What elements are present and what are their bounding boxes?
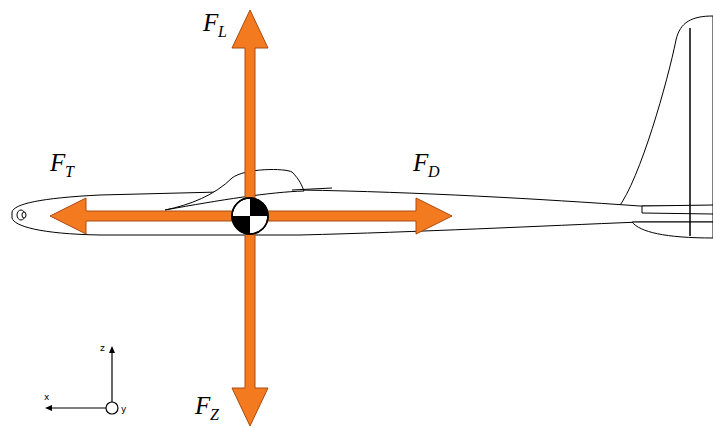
force-arrows xyxy=(50,10,452,426)
axis-label: x xyxy=(44,393,49,402)
force-subscript: Z xyxy=(210,407,219,423)
fuselage xyxy=(12,190,713,235)
force-symbol: F xyxy=(413,150,428,175)
force-subscript: D xyxy=(428,164,440,180)
tail-fin xyxy=(618,16,713,225)
wing-root xyxy=(292,188,332,190)
thrust-arrow xyxy=(50,198,250,234)
force-symbol: F xyxy=(50,150,65,175)
nose-cone xyxy=(17,210,25,220)
force-symbol: F xyxy=(195,393,210,418)
cg-symbol xyxy=(232,198,268,234)
glider-outline xyxy=(12,16,713,238)
axis-triad xyxy=(45,346,118,414)
force-symbol: F xyxy=(203,10,218,35)
weight-arrow xyxy=(232,216,268,426)
axis-label: y xyxy=(121,405,126,414)
canopy xyxy=(165,170,304,210)
force-subscript: L xyxy=(218,24,227,40)
drag-arrow xyxy=(250,198,452,234)
rudder-hinge xyxy=(689,28,691,236)
lift-arrow xyxy=(232,10,268,216)
nose-hook xyxy=(22,212,26,218)
axis-label: z xyxy=(100,344,105,353)
rudder-lower xyxy=(632,222,713,238)
stabilizer xyxy=(642,205,713,214)
force-subscript: T xyxy=(65,164,74,180)
